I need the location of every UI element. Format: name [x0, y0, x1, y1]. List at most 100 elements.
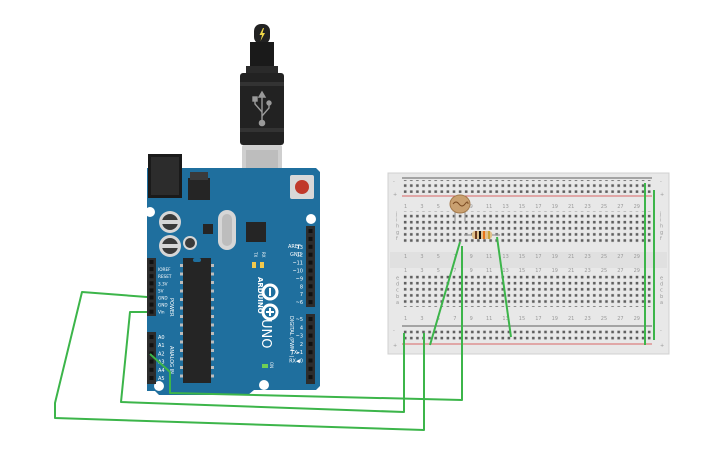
header-pin[interactable] — [308, 300, 313, 305]
column-number: 27 — [617, 316, 623, 322]
wires[interactable] — [54, 183, 655, 431]
column-number: 3 — [420, 204, 423, 210]
header-pin[interactable] — [149, 351, 154, 356]
header-pin[interactable] — [149, 376, 154, 380]
arduino-uno-board[interactable]: TX RX ARDUINO UNO ON AREF G — [145, 154, 320, 395]
resistor[interactable] — [464, 231, 500, 239]
terminal-strip-top[interactable] — [402, 211, 652, 243]
wire[interactable] — [149, 246, 463, 401]
header-pin[interactable] — [308, 375, 313, 380]
header-pin[interactable] — [308, 236, 313, 241]
column-number: 17 — [535, 254, 541, 260]
wire[interactable] — [429, 241, 461, 346]
header-pin[interactable] — [308, 350, 313, 355]
header-pin[interactable] — [308, 244, 313, 249]
header-pin[interactable] — [149, 267, 154, 272]
header-pin[interactable] — [308, 325, 313, 330]
chip-pin — [211, 264, 214, 267]
mounting-hole — [306, 214, 316, 224]
usb-controller-chip — [246, 222, 266, 242]
row-letter: a — [396, 300, 399, 306]
chip-pin — [211, 332, 214, 335]
header-pin[interactable] — [149, 274, 154, 279]
analog-header[interactable] — [147, 332, 156, 384]
column-number: 19 — [552, 316, 558, 322]
digital-header[interactable] — [306, 226, 315, 384]
rail-minus-label: - — [393, 328, 395, 334]
usb-cable[interactable] — [240, 24, 284, 189]
header-pin[interactable] — [308, 229, 313, 233]
header-pin[interactable] — [149, 343, 154, 348]
header-pin[interactable] — [149, 288, 154, 293]
wire[interactable] — [54, 291, 425, 431]
header-pin[interactable] — [308, 366, 313, 371]
mounting-hole — [154, 381, 164, 391]
power-rail-bottom[interactable] — [402, 329, 652, 342]
terminal-strip-bottom[interactable] — [402, 275, 652, 307]
digital-pin-label: 13 — [297, 245, 303, 251]
photoresistor-ldr[interactable] — [449, 194, 471, 222]
wire[interactable] — [496, 236, 512, 338]
header-pin[interactable] — [308, 358, 313, 363]
digital-pin-label: 7 — [300, 292, 303, 298]
chip-pin — [211, 315, 214, 318]
chip-pin — [180, 306, 183, 310]
column-number: 19 — [552, 204, 558, 210]
column-number: 3 — [420, 254, 423, 260]
header-pin[interactable] — [308, 252, 313, 257]
column-number: 29 — [634, 254, 640, 260]
capacitor — [159, 235, 181, 257]
header-pin[interactable] — [149, 260, 154, 264]
header-pin[interactable] — [308, 292, 313, 297]
row-letter: d — [396, 282, 399, 288]
column-number: 27 — [617, 268, 623, 274]
column-number: 27 — [617, 254, 623, 260]
row-letter: c — [396, 288, 399, 294]
power-pin-label: IOREF — [158, 267, 171, 272]
column-number: 13 — [502, 268, 508, 274]
analog-pin-label: A1 — [158, 343, 165, 349]
column-number: 21 — [568, 254, 574, 260]
column-number: 19 — [552, 268, 558, 274]
column-number: 25 — [601, 316, 607, 322]
header-pin[interactable] — [308, 268, 313, 273]
row-letter: f — [396, 236, 398, 242]
power-pin-label: 5V — [158, 288, 164, 293]
power-pin-label: GND — [158, 296, 168, 301]
power-rail-top[interactable] — [402, 180, 652, 193]
header-pin[interactable] — [149, 359, 154, 364]
header-pin[interactable] — [308, 260, 313, 265]
column-number: 17 — [535, 268, 541, 274]
chip-pin — [211, 306, 214, 310]
column-number: 17 — [535, 316, 541, 322]
power-pin-label: 3.3V — [158, 281, 168, 286]
header-pin[interactable] — [149, 367, 154, 372]
header-pin[interactable] — [308, 341, 313, 346]
header-pin[interactable] — [149, 302, 154, 307]
rail-plus-label: + — [393, 343, 397, 349]
column-number: 7 — [453, 316, 456, 322]
row-letter: j — [395, 212, 397, 218]
chip-pin — [211, 281, 214, 284]
row-letter: i — [396, 218, 397, 224]
row-letter: d — [660, 282, 663, 288]
header-pin[interactable] — [308, 276, 313, 281]
wire[interactable] — [120, 311, 405, 413]
header-pin[interactable] — [149, 295, 154, 300]
model-text: UNO — [258, 319, 273, 348]
header-pin[interactable] — [308, 333, 313, 338]
chip-pin — [180, 272, 183, 276]
header-pin[interactable] — [149, 281, 154, 286]
analog-pin-label: A0 — [158, 335, 165, 341]
header-pin[interactable] — [149, 309, 154, 314]
chip-pin — [211, 349, 214, 352]
header-pin[interactable] — [308, 317, 313, 321]
power-header[interactable] — [147, 258, 156, 316]
chip-pin — [180, 315, 183, 318]
header-pin[interactable] — [308, 284, 313, 289]
header-pin[interactable] — [149, 335, 154, 339]
voltage-regulator — [188, 178, 210, 200]
column-number: 11 — [486, 268, 492, 274]
